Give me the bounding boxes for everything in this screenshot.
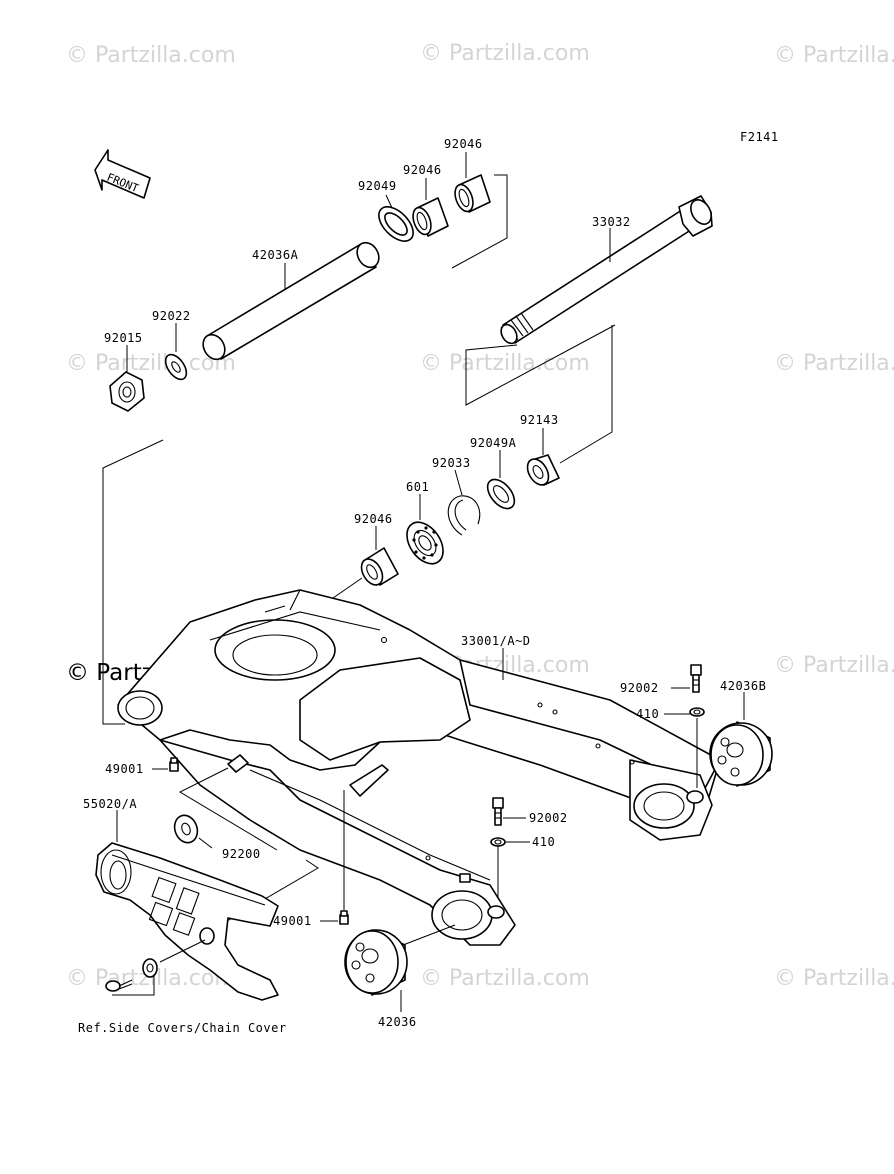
callout-92046[interactable]: 92046: [403, 163, 442, 177]
part-92049-seal[interactable]: [373, 201, 420, 248]
part-side-cover-washer[interactable]: [142, 958, 158, 978]
watermark: © Partzilla.com: [66, 43, 236, 68]
leader-line: [454, 469, 463, 496]
part-42036A-collar-pipe[interactable]: [199, 239, 383, 364]
leader-line: [385, 194, 393, 209]
callout-33001[interactable]: 33001/A~D: [461, 634, 531, 648]
part-92049A-seal[interactable]: [482, 475, 519, 514]
callout-92022[interactable]: 92022: [152, 309, 191, 323]
part-side-cover-bolt[interactable]: [105, 979, 133, 992]
callout-92143[interactable]: 92143: [520, 413, 559, 427]
leader-line: [112, 974, 155, 996]
part-410-washer[interactable]: [490, 837, 506, 847]
callout-92046[interactable]: 92046: [444, 137, 483, 151]
leader-line: [198, 837, 213, 849]
part-92143-collar[interactable]: [523, 454, 560, 489]
part-92033-circlip[interactable]: [447, 495, 481, 536]
part-92046-needle-bearing[interactable]: [452, 174, 491, 214]
leader-line: [159, 939, 206, 963]
part-33032-pivot-shaft[interactable]: [498, 195, 715, 346]
leader-line: [102, 439, 164, 725]
leader-line: [465, 324, 616, 406]
part-601-ball-bearing[interactable]: [400, 516, 451, 571]
figure-code: F2141: [740, 130, 779, 144]
callout-410[interactable]: 410: [636, 707, 659, 721]
watermark: © Partzilla.com: [774, 966, 894, 991]
part-92002-bolt[interactable]: [690, 664, 702, 693]
part-42036B-eccentric[interactable]: [709, 721, 773, 787]
watermark: © Partzilla.com: [774, 653, 894, 678]
callout-labels: 92046 92046 92049 42036A 33032 92022 920…: [78, 137, 766, 1035]
leader-line: [402, 924, 456, 946]
part-410-washer[interactable]: [689, 707, 705, 717]
callout-55020[interactable]: 55020/A: [83, 797, 137, 811]
callout-92049[interactable]: 92049: [358, 179, 397, 193]
part-49001-grease-fitting[interactable]: [169, 757, 179, 772]
callout-601[interactable]: 601: [406, 480, 429, 494]
part-92022-washer[interactable]: [161, 351, 190, 383]
watermark: © Partzilla.com: [774, 43, 894, 68]
part-33001-swingarm[interactable]: [117, 589, 721, 946]
callout-92049A[interactable]: 92049A: [470, 436, 517, 450]
part-92002-bolt[interactable]: [492, 797, 504, 826]
callout-49001[interactable]: 49001: [105, 762, 144, 776]
leader-line: [451, 174, 508, 269]
callout-92002[interactable]: 92002: [620, 681, 659, 695]
callout-92002[interactable]: 92002: [529, 811, 568, 825]
leader-line: [332, 577, 363, 599]
leader-line: [559, 325, 613, 464]
reference-note: Ref.Side Covers/Chain Cover: [78, 1021, 287, 1035]
leader-line: [178, 767, 278, 851]
part-92015-nut[interactable]: [109, 371, 145, 412]
watermark: © Partzilla.com: [420, 966, 590, 991]
part-92046-needle-bearing[interactable]: [357, 547, 399, 589]
callout-42036B[interactable]: 42036B: [720, 679, 766, 693]
callout-33032[interactable]: 33032: [592, 215, 631, 229]
watermark: © Partzilla.com: [420, 41, 590, 66]
callout-92015[interactable]: 92015: [104, 331, 143, 345]
callout-92200[interactable]: 92200: [222, 847, 261, 861]
callout-92046[interactable]: 92046: [354, 512, 393, 526]
part-49001-grease-fitting[interactable]: [339, 910, 349, 925]
callout-410[interactable]: 410: [532, 835, 555, 849]
callout-42036A[interactable]: 42036A: [252, 248, 299, 262]
watermark: © Partzilla.com: [774, 351, 894, 376]
callout-92033[interactable]: 92033: [432, 456, 471, 470]
part-92046-needle-bearing[interactable]: [410, 197, 449, 237]
part-92200-washer[interactable]: [171, 812, 201, 846]
callout-42036[interactable]: 42036: [378, 1015, 417, 1029]
callout-49001[interactable]: 49001: [273, 914, 312, 928]
part-42036-eccentric[interactable]: [344, 929, 408, 996]
front-direction-arrow: FRONT: [94, 149, 151, 199]
watermark: © Partzilla.com: [420, 351, 590, 376]
part-55020-chain-slider[interactable]: [95, 842, 279, 1001]
